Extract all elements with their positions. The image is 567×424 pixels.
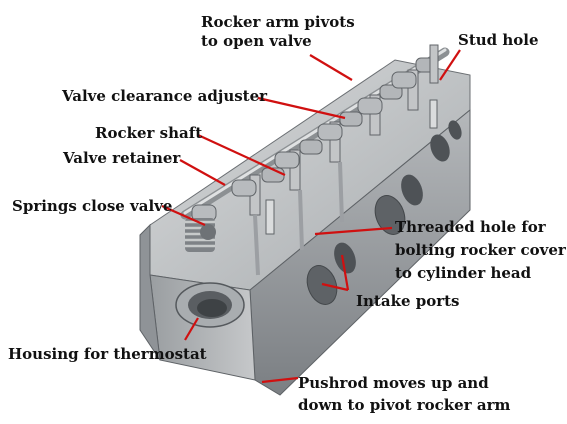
label-valve-retainer: Valve retainer: [63, 149, 181, 167]
label-rocker-arm-pivots: Rocker arm pivots to open valve: [201, 13, 355, 51]
label-threaded-hole-line2: bolting rocker cover: [395, 241, 566, 259]
intake-ports-shapes: [306, 120, 462, 305]
pushrods: [253, 161, 344, 276]
valve-springs: [185, 218, 216, 252]
label-pushrod-line1: Pushrod moves up and: [298, 374, 489, 392]
label-threaded-hole: Threaded hole for bolting rocker cover t…: [395, 216, 566, 285]
label-housing-for-thermostat: Housing for thermostat: [8, 345, 207, 363]
label-pushrod: Pushrod moves up and down to pivot rocke…: [298, 372, 510, 416]
label-valve-clearance-adjuster: Valve clearance adjuster: [62, 87, 268, 105]
studs: [265, 99, 438, 235]
label-threaded-hole-line1: Threaded hole for: [395, 218, 546, 236]
rocker-assemblies: [191, 44, 439, 222]
label-intake-ports: Intake ports: [356, 292, 460, 310]
label-pushrod-line2: down to pivot rocker arm: [298, 396, 511, 414]
label-springs-close-valve: Springs close valve: [12, 197, 173, 215]
label-threaded-hole-line3: to cylinder head: [395, 264, 532, 282]
label-rocker-arm-pivots-line1: Rocker arm pivots: [201, 13, 355, 31]
block-lower-face: [139, 223, 161, 361]
label-rocker-arm-pivots-line2: to open valve: [201, 32, 312, 50]
label-rocker-shaft: Rocker shaft: [95, 124, 203, 142]
label-stud-hole: Stud hole: [458, 31, 539, 49]
leader-lines: [161, 49, 461, 384]
